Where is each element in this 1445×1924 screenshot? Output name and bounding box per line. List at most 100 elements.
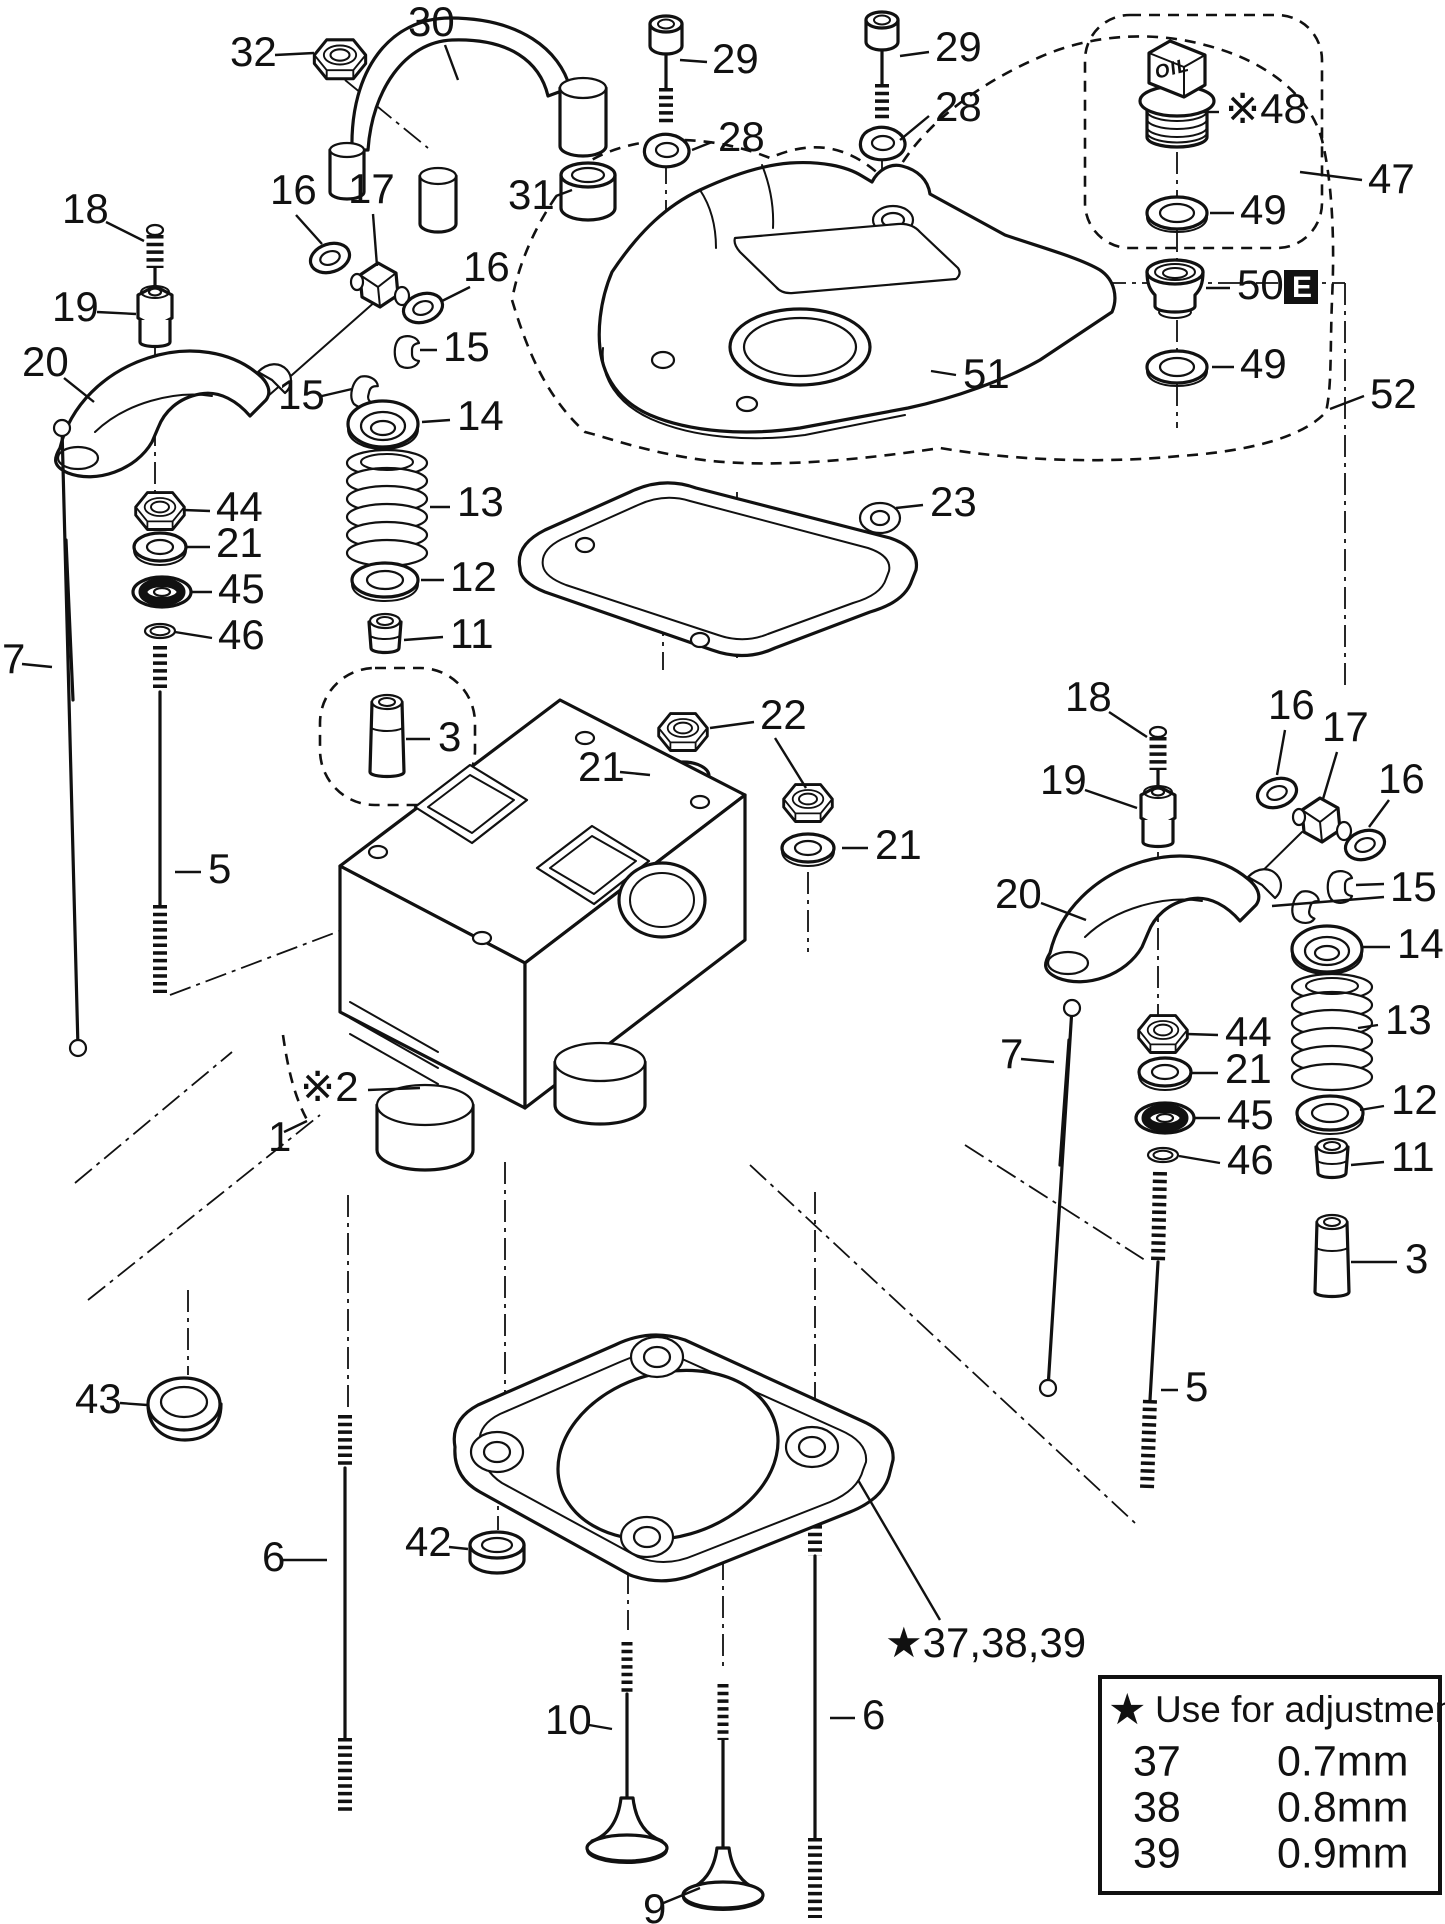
leader-line-15b	[321, 387, 353, 398]
leader-line-46b	[1178, 1154, 1221, 1165]
cylinder-head	[338, 698, 747, 1172]
grade-badge-letter: E	[1292, 271, 1312, 304]
part-label-28a: 28	[718, 113, 765, 160]
part-label-21c: 21	[875, 821, 922, 868]
leader-line-23	[895, 503, 924, 510]
part-label-50: 50	[1237, 261, 1284, 308]
washer-16-left-outer	[305, 236, 355, 280]
seal-45-left	[133, 577, 191, 607]
valve-cover-51	[597, 160, 1117, 440]
leader-line-7b	[1020, 1057, 1055, 1064]
leader-line-29b	[899, 50, 930, 58]
part-label-3a: 3	[438, 713, 461, 760]
part-label-45b: 45	[1227, 1091, 1274, 1138]
valve-spring-13-left	[345, 448, 429, 568]
part-label-2: ※2	[300, 1063, 359, 1110]
grade-badge: E	[1284, 270, 1318, 304]
part-label-10: 10	[545, 1696, 592, 1743]
o-ring-46-left	[143, 622, 177, 640]
part-label-12b: 12	[1391, 1076, 1438, 1123]
leader-line-7a	[21, 662, 53, 669]
leader-line-2	[367, 1086, 421, 1092]
leader-line-28a	[691, 140, 713, 152]
legend-value-37: 0.7mm	[1277, 1737, 1408, 1785]
tappet-17-right	[1291, 796, 1353, 844]
leader-line-47	[1299, 170, 1363, 182]
locknut-32	[312, 38, 368, 81]
leader-line-22	[773, 737, 808, 789]
leader-line-19b	[1084, 788, 1138, 810]
stem-seal-11-left	[367, 612, 403, 655]
valve-9	[681, 1684, 765, 1911]
washer-49-upper	[1145, 195, 1209, 234]
legend-ref-39: 39	[1133, 1829, 1181, 1877]
part-label-13b: 13	[1385, 996, 1432, 1043]
stud-5-right	[1140, 1171, 1167, 1489]
leader-line-29a	[679, 58, 708, 64]
part-label-45a: 45	[218, 565, 265, 612]
part-label-5a: 5	[208, 845, 231, 892]
leader-line-16c	[1275, 729, 1287, 776]
push-rod-7-right	[1038, 998, 1082, 1398]
washer-21-left	[132, 531, 188, 567]
leader-line-51	[930, 369, 957, 377]
part-label-52: 52	[1370, 370, 1417, 417]
cap-42	[468, 1530, 526, 1575]
part-label-6a: 6	[262, 1533, 285, 1580]
valve-spring-13-right	[1290, 972, 1374, 1092]
part-label-14a: 14	[457, 392, 504, 439]
part-label-30: 30	[408, 0, 455, 45]
cotter-15-right-b	[1288, 887, 1322, 927]
part-label-20b: 20	[995, 870, 1042, 917]
leader-line-1	[283, 1119, 308, 1134]
part-label-18b: 18	[1065, 673, 1112, 720]
part-label-23: 23	[930, 478, 977, 525]
part-label-46b: 46	[1227, 1136, 1274, 1183]
leader-line-43	[119, 1401, 148, 1407]
grommet-50	[1145, 258, 1205, 319]
bolt-29-left	[650, 16, 682, 126]
leader-line-12b	[1359, 1104, 1385, 1112]
valve-cover-gasket-23	[517, 481, 919, 658]
valve-guide-3-right	[1313, 1213, 1351, 1299]
part-label-42: 42	[405, 1518, 452, 1565]
leader-line-42	[448, 1545, 469, 1551]
part-label-19b: 19	[1040, 756, 1087, 803]
leader-line-17b	[1321, 751, 1339, 800]
part-label-31: 31	[508, 171, 555, 218]
leader-line-11a	[403, 635, 444, 642]
leader-line-52	[1329, 394, 1365, 411]
leader-line-13b	[1357, 1023, 1379, 1030]
stem-seal-11-right	[1314, 1137, 1350, 1180]
part-label-3b: 3	[1405, 1235, 1428, 1282]
leader-line-37-38-39	[856, 1479, 942, 1621]
pivot-nut-19-right	[1139, 784, 1177, 849]
legend-value-38: 0.8mm	[1277, 1783, 1408, 1831]
tappet-17-left	[349, 261, 411, 309]
leader-line-14a	[421, 418, 451, 424]
legend-title: Use for adjustment	[1155, 1689, 1445, 1730]
leader-line-15c	[1271, 895, 1385, 908]
seal-washer-28-left	[642, 132, 691, 169]
head-gasket	[452, 1333, 895, 1583]
part-label-18a: 18	[62, 185, 109, 232]
part-label-17a: 17	[348, 165, 395, 212]
part-label-43: 43	[75, 1375, 122, 1422]
push-rod-7-left	[52, 418, 88, 1058]
part-label-49a: 49	[1240, 186, 1287, 233]
part-label-51: 51	[963, 350, 1010, 397]
part-label-5b: 5	[1185, 1363, 1208, 1410]
part-label-44b: 44	[1225, 1008, 1272, 1055]
legend-star-icon: ★	[1108, 1686, 1147, 1734]
spring-seat-12-left	[350, 561, 420, 603]
part-label-14b: 14	[1397, 920, 1444, 967]
part-label-21b: 21	[578, 743, 625, 790]
legend-ref-38: 38	[1133, 1783, 1181, 1831]
leader-line-32	[274, 51, 315, 57]
part-label-49b: 49	[1240, 340, 1287, 387]
leader-line-16d	[1368, 799, 1390, 828]
